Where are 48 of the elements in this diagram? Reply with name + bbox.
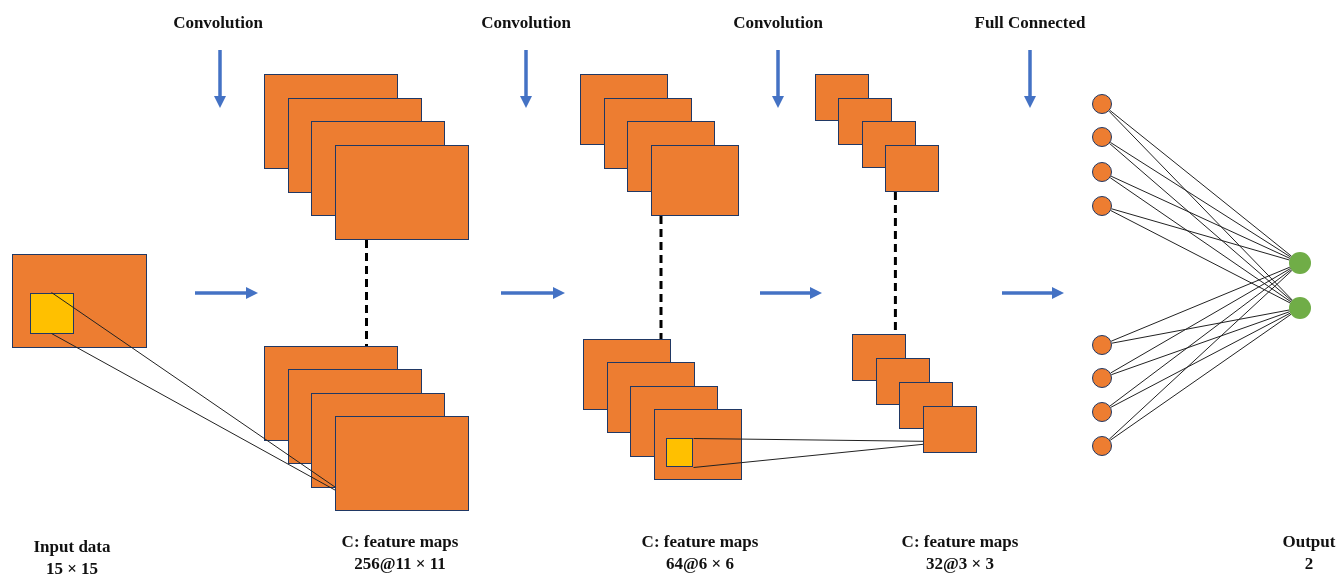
layer-label: Convolution: [172, 12, 264, 34]
connection-line: [1111, 208, 1290, 261]
layer-label: Convolution: [480, 12, 572, 34]
connection-line: [1110, 266, 1291, 342]
connection-line: [1110, 175, 1291, 259]
connection-line: [1108, 270, 1293, 440]
kernel-patch: [666, 438, 694, 468]
layer-label: Convolution: [732, 12, 824, 34]
output-neuron: [1289, 252, 1311, 274]
connection-line: [1109, 109, 1292, 257]
connection-line: [1110, 268, 1291, 374]
connection-line: [1109, 177, 1292, 303]
connection-line: [1111, 309, 1290, 344]
connection-line: [1109, 141, 1292, 258]
feature-map-stack: [264, 74, 470, 241]
neuron-circle: [1092, 94, 1112, 114]
neuron-circle: [1092, 335, 1112, 355]
connection-line: [1110, 210, 1291, 304]
feature-map-stack: [580, 74, 740, 217]
layer-caption: Input data 15 × 15: [32, 536, 112, 578]
connection-line: [1110, 312, 1291, 408]
neuron-circle: [1092, 196, 1112, 216]
connection-line: [1108, 110, 1293, 301]
layer-caption: C: feature maps 32@3 × 3: [900, 531, 1020, 575]
neuron-circle: [1092, 402, 1112, 422]
connection-line: [1109, 313, 1292, 441]
layer-label: Full Connected: [973, 12, 1087, 34]
connection-line: [1110, 311, 1291, 376]
projection-line: [693, 438, 924, 468]
layer-caption: C: feature maps 64@6 × 6: [640, 531, 760, 575]
projection-line: [51, 292, 336, 491]
input-map: [12, 254, 147, 348]
feature-map-stack: [583, 339, 743, 480]
neuron-circle: [1092, 162, 1112, 182]
layer-caption: C: feature maps 256@11 × 11: [340, 531, 460, 575]
connection-line: [1109, 143, 1293, 302]
kernel-patch: [29, 292, 74, 334]
feature-map-stack: [815, 74, 939, 193]
feature-map-stack: [852, 334, 978, 453]
feature-map-stack: [264, 346, 470, 511]
neuron-circle: [1092, 127, 1112, 147]
output-neuron: [1289, 297, 1311, 319]
neuron-circle: [1092, 368, 1112, 388]
connection-line: [1109, 269, 1292, 407]
layer-caption: Output 2: [1281, 531, 1337, 575]
ellipsis-line: [365, 240, 368, 346]
neuron-circle: [1092, 436, 1112, 456]
ellipsis-line: [659, 216, 663, 339]
